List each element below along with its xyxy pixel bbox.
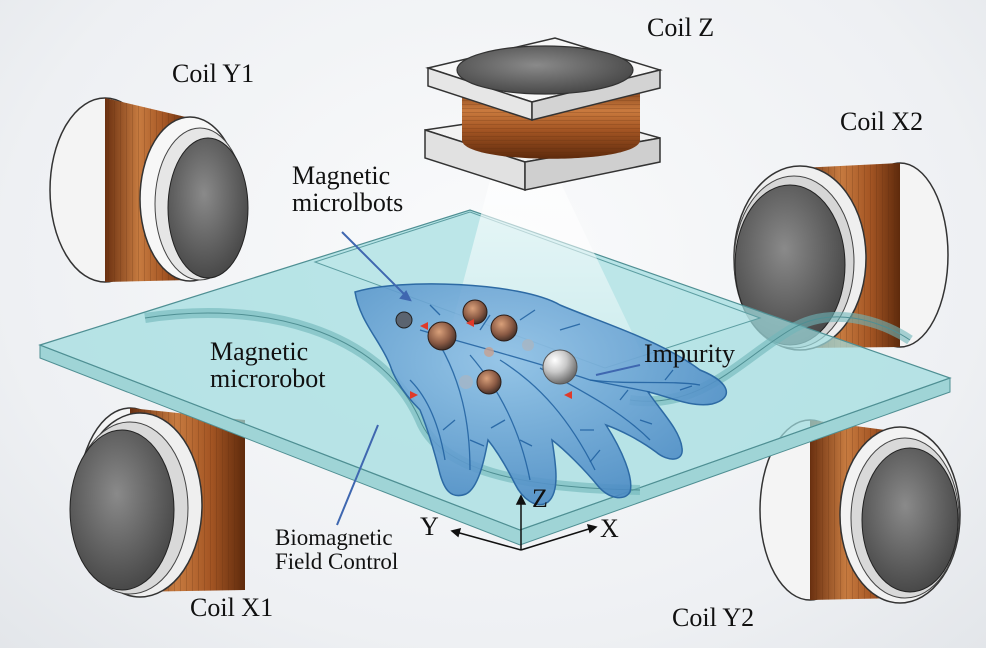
label-coil-y1: Coil Y1	[172, 59, 255, 88]
coil-x2	[733, 162, 949, 351]
label-biomagnetic-field-control: Biomagnetic Field Control	[275, 525, 399, 575]
label-coil-x2: Coil X2	[840, 107, 924, 136]
label-coil-x1: Coil X1	[190, 593, 274, 622]
axis-label-x: X	[600, 514, 619, 543]
label-magnetic-microrobot: Magnetic microrobot	[210, 337, 326, 394]
pointer-lines	[336, 231, 641, 526]
coil-x1	[69, 407, 245, 598]
microbots	[395, 299, 534, 395]
axis-label-z: Z	[532, 484, 548, 513]
axis-label-y: Y	[420, 512, 439, 541]
label-magnetic-microlbots: Magnetic microlbots	[292, 161, 404, 218]
label-coil-z: Coil Z	[647, 13, 715, 42]
label-impurity: Impurity	[644, 339, 735, 368]
coil-y2	[759, 419, 961, 604]
label-coil-y2: Coil Y2	[672, 603, 755, 632]
impurity-sphere	[542, 349, 578, 385]
coil-y1	[49, 97, 249, 283]
coil-z	[424, 37, 663, 192]
coordinate-axes	[450, 494, 598, 551]
force-arrows	[410, 319, 572, 399]
